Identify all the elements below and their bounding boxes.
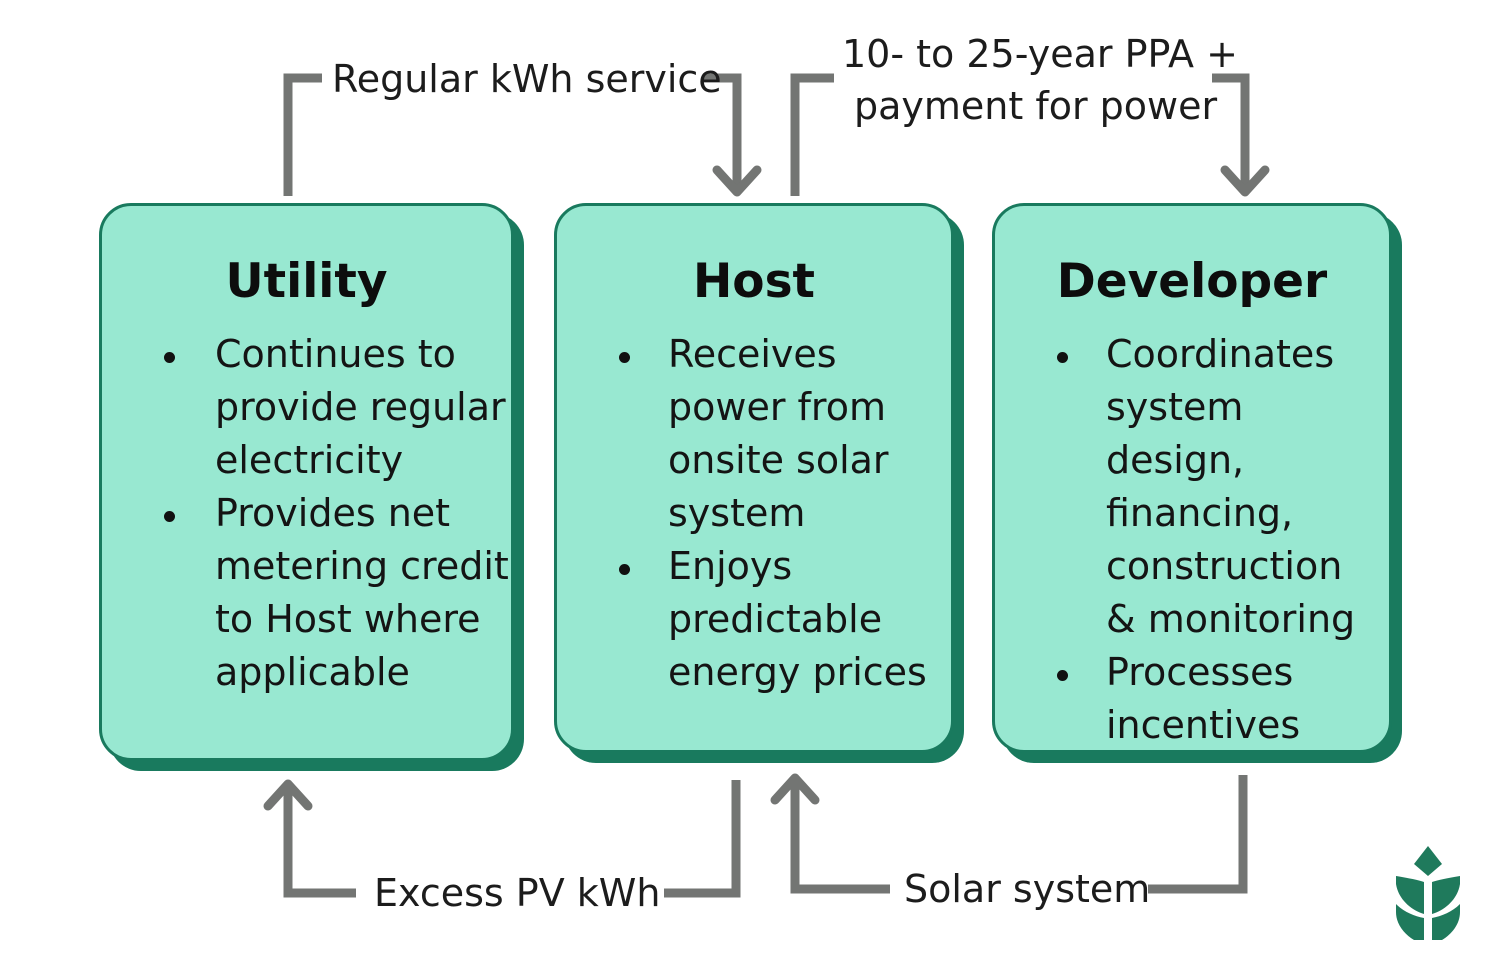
developer-bullet-2-line: Processes: [1106, 650, 1294, 694]
developer-title: Developer: [1056, 254, 1328, 309]
host-bullet-1: Receives power from onsite solar system: [557, 328, 951, 540]
bullet-dot: [164, 511, 175, 522]
bullet-dot: [619, 564, 630, 575]
developer-bullet-1-line: Coordinates: [1106, 332, 1335, 376]
host-bullet-1-line: system: [668, 491, 806, 535]
bullet-dot: [1057, 352, 1068, 363]
bullet-dot: [164, 352, 175, 363]
utility-title: Utility: [225, 254, 388, 309]
label-excess-pv-kwh: Excess PV kWh: [374, 871, 661, 915]
utility-bullet-1-line: provide regular: [215, 385, 506, 429]
developer-bullet-1-line: system design,: [1106, 385, 1245, 482]
developer-bullet-1-line: & monitoring: [1106, 597, 1356, 641]
utility-bullet-2-line: Provides net: [215, 491, 451, 535]
host-bullet-2-line: energy prices: [668, 650, 927, 694]
label-ppa-line-2: payment for power: [854, 84, 1218, 128]
label-solar-system: Solar system: [904, 867, 1151, 911]
utility-bullet-2: Provides net metering credit to Host whe…: [102, 487, 511, 699]
utility-bullet-2-line: to Host where: [215, 597, 481, 641]
host-box: Host Receives power from onsite solar sy…: [554, 203, 954, 753]
host-bullet-2-line: Enjoys: [668, 544, 793, 588]
developer-bullets: Coordinates system design, financing, co…: [995, 328, 1389, 752]
arrow-developer-to-host-head: [770, 773, 820, 805]
utility-bullets: Continues to provide regular electricity…: [102, 328, 511, 699]
arrow-developer-to-host: [790, 775, 1248, 894]
arrow-utility-to-host: [283, 73, 742, 196]
arrow-host-to-developer-head: [1220, 165, 1270, 197]
host-bullet-2-line: predictable: [668, 597, 883, 641]
host-bullets: Receives power from onsite solar system …: [557, 328, 951, 699]
developer-bullet-1-line: financing,: [1106, 491, 1294, 535]
label-regular-kwh-service: Regular kWh service: [332, 57, 722, 101]
arrow-host-to-utility: [283, 780, 741, 898]
host-title: Host: [692, 254, 816, 309]
arrow-host-to-utility-head: [263, 779, 313, 811]
bullet-dot: [1057, 670, 1068, 681]
label-ppa-line-1: 10- to 25-year PPA +: [842, 32, 1238, 76]
utility-bullet-1-line: electricity: [215, 438, 404, 482]
utility-bullet-2-line: applicable: [215, 650, 410, 694]
utility-box: Utility Continues to provide regular ele…: [99, 203, 514, 761]
host-bullet-2: Enjoys predictable energy prices: [557, 540, 951, 699]
arrow-host-to-developer: [790, 73, 1250, 196]
developer-box: Developer Coordinates system design, fin…: [992, 203, 1392, 753]
arrow-utility-to-host-head: [712, 165, 762, 197]
leaf-logo-icon: [1396, 846, 1460, 940]
host-bullet-1-line: power from: [668, 385, 886, 429]
developer-bullet-2: Processes incentives: [995, 646, 1389, 752]
host-bullet-1-line: Receives: [668, 332, 837, 376]
bullet-dot: [619, 352, 630, 363]
utility-bullet-2-line: metering credit: [215, 544, 509, 588]
developer-bullet-2-line: incentives: [1106, 703, 1301, 747]
host-bullet-1-line: onsite solar: [668, 438, 889, 482]
developer-bullet-1-line: construction: [1106, 544, 1343, 588]
utility-bullet-1: Continues to provide regular electricity: [102, 328, 511, 487]
utility-bullet-1-line: Continues to: [215, 332, 456, 376]
developer-bullet-1: Coordinates system design, financing, co…: [995, 328, 1389, 646]
